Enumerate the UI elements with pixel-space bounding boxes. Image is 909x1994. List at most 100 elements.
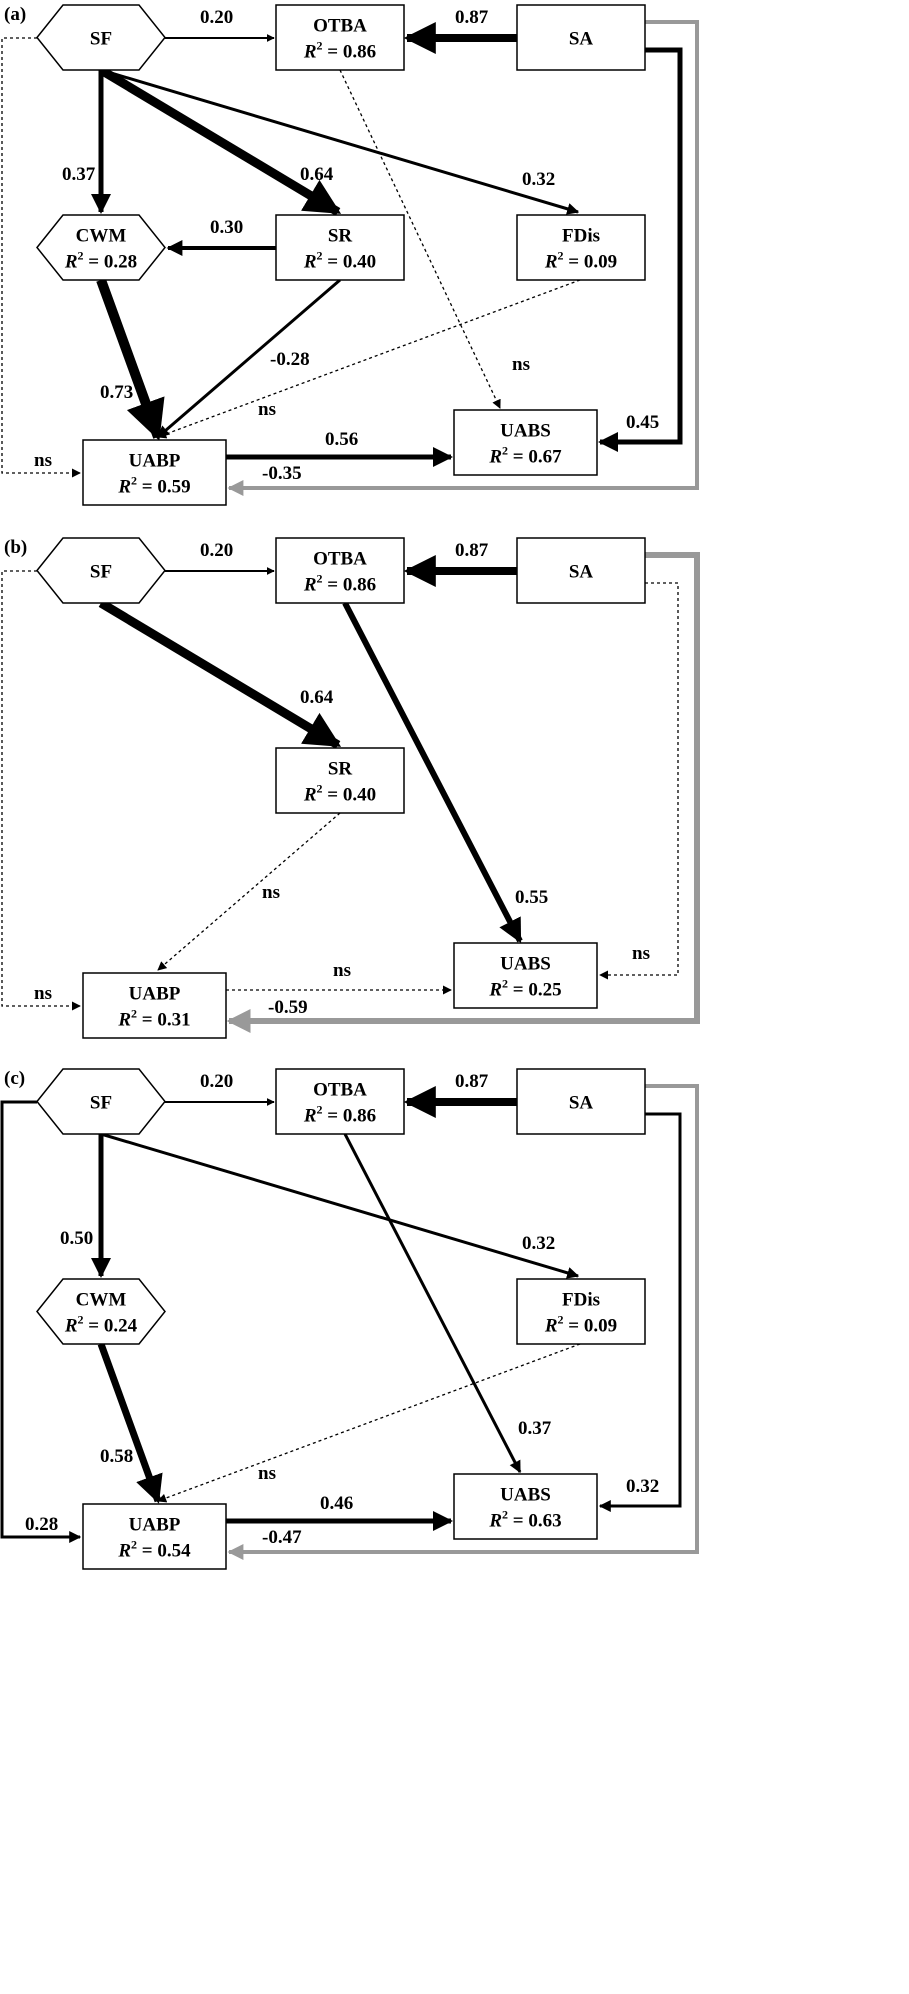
edge-label-sf-to-otba: 0.20 [200, 540, 233, 561]
node-shape-box [275, 4, 405, 71]
node-name: OTBA [313, 549, 367, 570]
edge-label-sf-to-cwm: 0.50 [60, 1228, 93, 1249]
edge-label-uabp-to-uabs: 0.56 [325, 429, 358, 450]
edge-label-sa-to-otba: 0.87 [455, 1071, 489, 1092]
node-shape-box [82, 439, 227, 506]
node-r2: R2 = 0.54 [117, 1538, 191, 1562]
node-shape-box [453, 1473, 598, 1540]
node-name: SF [90, 562, 112, 583]
edge-label-sr-to-uabp: ns [262, 882, 280, 903]
node-sf: SF [36, 537, 166, 604]
node-shape-box [516, 214, 646, 281]
edge-otba-to-uabs [343, 1133, 522, 1474]
node-r2: R2 = 0.40 [303, 249, 376, 273]
edge-label-sf-to-sr: 0.64 [300, 687, 334, 708]
panel-label: (c) [4, 1068, 25, 1089]
node-name: SA [569, 29, 594, 50]
edge-label-sf-to-sr: 0.64 [300, 164, 334, 185]
node-name: SA [569, 562, 594, 583]
node-name: SF [90, 1093, 112, 1114]
edge-label-otba-to-uabs: 0.55 [515, 887, 548, 908]
node-name: UABP [129, 451, 181, 472]
node-r2: R2 = 0.86 [303, 39, 376, 63]
node-name: SR [328, 759, 353, 780]
edge-sa-to-uabp [226, 552, 700, 1033]
edge-sa-to-uabp [227, 20, 699, 496]
node-name: UABP [129, 984, 181, 1005]
node-r2: R2 = 0.40 [303, 782, 376, 806]
edge-label-sf-to-otba: 0.20 [200, 7, 233, 28]
edge-sa-to-uabp [227, 1084, 699, 1560]
node-shape-box [516, 1278, 646, 1345]
edge-label-sr-to-cwm: 0.30 [210, 217, 243, 238]
node-r2: R2 = 0.59 [117, 474, 190, 498]
node-r2: R2 = 0.09 [544, 249, 617, 273]
node-sa: SA [516, 1068, 646, 1135]
edge-label-cwm-to-uabp: 0.58 [100, 1446, 133, 1467]
node-r2: R2 = 0.31 [117, 1007, 190, 1031]
edge-label-cwm-to-uabp: 0.73 [100, 382, 133, 403]
edge-label-sa-to-uabs: 0.45 [626, 412, 659, 433]
node-r2: R2 = 0.86 [303, 572, 376, 596]
edge-label-sr-to-uabp: -0.28 [270, 349, 310, 370]
node-r2: R2 = 0.63 [488, 1508, 561, 1532]
node-name: OTBA [313, 16, 367, 37]
node-shape-box [275, 537, 405, 604]
node-r2: R2 = 0.09 [544, 1313, 617, 1337]
node-shape-hexagon [36, 537, 166, 604]
edge-label-uabp-to-uabs: ns [333, 960, 351, 981]
node-name: UABP [129, 1515, 181, 1536]
edge-sr-to-uabp [157, 812, 341, 971]
edge-label-uabp-to-uabs: 0.46 [320, 1493, 353, 1514]
edge-label-sa-to-uabp: -0.59 [268, 997, 308, 1018]
node-shape-box [82, 972, 227, 1039]
node-shape-box [516, 1068, 646, 1135]
edge-label-sa-to-otba: 0.87 [455, 7, 489, 28]
panel-label: (b) [4, 537, 27, 558]
edge-label-otba-to-uabs: ns [512, 354, 530, 375]
edge-sf-to-uabp [1, 570, 81, 1011]
node-shape-hexagon [36, 1068, 166, 1135]
node-name: UABS [500, 954, 551, 975]
node-name: SR [328, 226, 353, 247]
edge-label-sa-to-otba: 0.87 [455, 540, 489, 561]
node-r2: R2 = 0.86 [303, 1103, 376, 1127]
edge-label-fdis-to-uabp: ns [258, 399, 276, 420]
node-sf: SF [36, 4, 166, 71]
node-name: CWM [76, 1290, 127, 1311]
node-shape-box [275, 747, 405, 814]
node-sa: SA [516, 4, 646, 71]
node-r2: R2 = 0.67 [488, 444, 562, 468]
node-shape-box [453, 409, 598, 476]
edge-sf-to-uabp [0, 1100, 82, 1543]
edge-label-sa-to-uabs: 0.32 [626, 1476, 659, 1497]
edge-sf-to-uabp [1, 37, 81, 478]
edge-label-sf-to-uabp: 0.28 [25, 1514, 58, 1535]
node-shape-hexagon [36, 214, 166, 281]
edge-cwm-to-uabp [96, 278, 165, 441]
node-r2: R2 = 0.28 [64, 249, 137, 273]
node-shape-hexagon [36, 4, 166, 71]
node-name: UABS [500, 421, 551, 442]
edge-sf-to-sr [98, 599, 342, 749]
edge-label-sa-to-uabs: ns [632, 943, 650, 964]
node-shape-box [453, 942, 598, 1009]
node-shape-box [275, 1068, 405, 1135]
edge-otba-to-uabs [339, 69, 501, 409]
edge-sf-to-fdis [100, 68, 580, 215]
node-name: FDis [562, 1290, 600, 1311]
edge-label-otba-to-uabs: 0.37 [518, 1418, 552, 1439]
